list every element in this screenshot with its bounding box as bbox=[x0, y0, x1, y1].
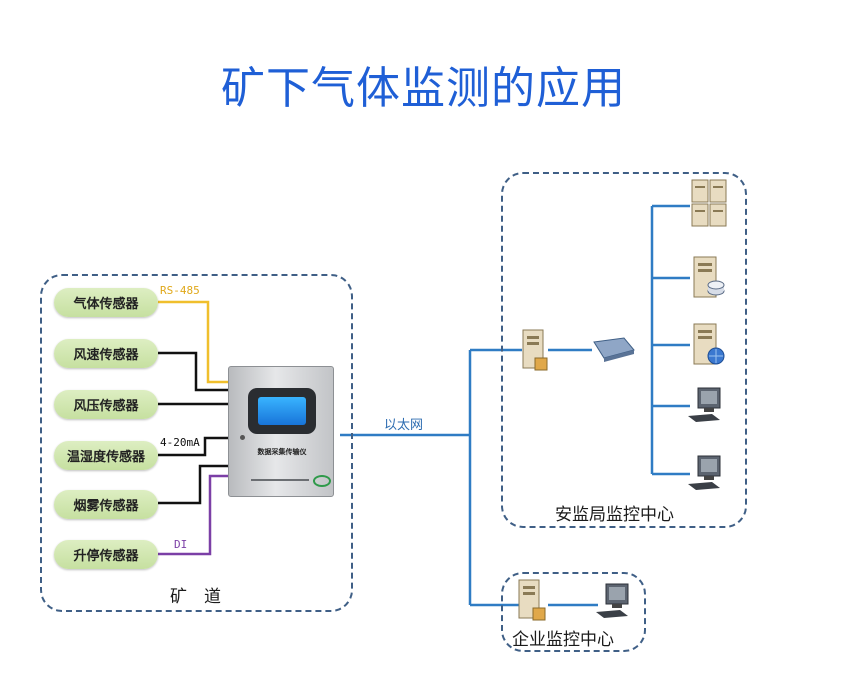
lift-stop-sensor: 升停传感器 bbox=[54, 540, 158, 569]
smoke-sensor: 烟雾传感器 bbox=[54, 490, 158, 519]
enterprise-workstation-icon bbox=[596, 583, 629, 618]
digital-input-label: DI bbox=[174, 538, 188, 551]
device-screen bbox=[258, 397, 306, 425]
rs485-wire bbox=[158, 300, 228, 384]
wind-pressure-sensor: 风压传感器 bbox=[54, 390, 158, 419]
ethernet-label: 以太网 bbox=[384, 418, 424, 433]
server-rack-icon bbox=[691, 179, 727, 227]
web-server-icon bbox=[693, 323, 725, 365]
gateway-server-icon bbox=[522, 329, 548, 371]
smoke-wire bbox=[158, 464, 228, 505]
wind-speed-wire bbox=[158, 351, 228, 392]
page-title: 矿下气体监测的应用 bbox=[221, 63, 626, 114]
device-logo-icon bbox=[313, 475, 331, 487]
mine-tunnel-label: 矿 道 bbox=[170, 587, 221, 607]
analog-signal-label: 4-20mA bbox=[160, 436, 200, 449]
device-label: 数据采集传输仪 bbox=[257, 448, 307, 456]
temp-humidity-sensor: 温湿度传感器 bbox=[54, 441, 158, 470]
device-indicator-light bbox=[240, 435, 245, 440]
rs485-label: RS-485 bbox=[160, 284, 200, 297]
device-display-bezel bbox=[248, 388, 316, 434]
network-switch-icon bbox=[593, 337, 635, 362]
enterprise-label: 企业监控中心 bbox=[512, 630, 614, 650]
workstation-icon bbox=[688, 387, 721, 422]
safety-bureau-zone bbox=[501, 172, 747, 528]
gas-sensor: 气体传感器 bbox=[54, 288, 158, 317]
humidity-wire bbox=[158, 436, 228, 457]
data-acquisition-device: 数据采集传输仪 bbox=[228, 366, 334, 497]
database-server-icon bbox=[693, 256, 725, 298]
safety-bureau-label: 安监局监控中心 bbox=[555, 505, 674, 525]
device-nameplate bbox=[251, 479, 309, 481]
lift-wire bbox=[158, 474, 228, 556]
workstation-icon bbox=[688, 455, 721, 490]
mine-tunnel-zone bbox=[40, 274, 353, 612]
enterprise-server-icon bbox=[518, 579, 546, 621]
enterprise-zone bbox=[501, 572, 646, 652]
wind-speed-sensor: 风速传感器 bbox=[54, 339, 158, 368]
ethernet-lines bbox=[340, 204, 690, 607]
sensor-wires bbox=[158, 300, 228, 556]
